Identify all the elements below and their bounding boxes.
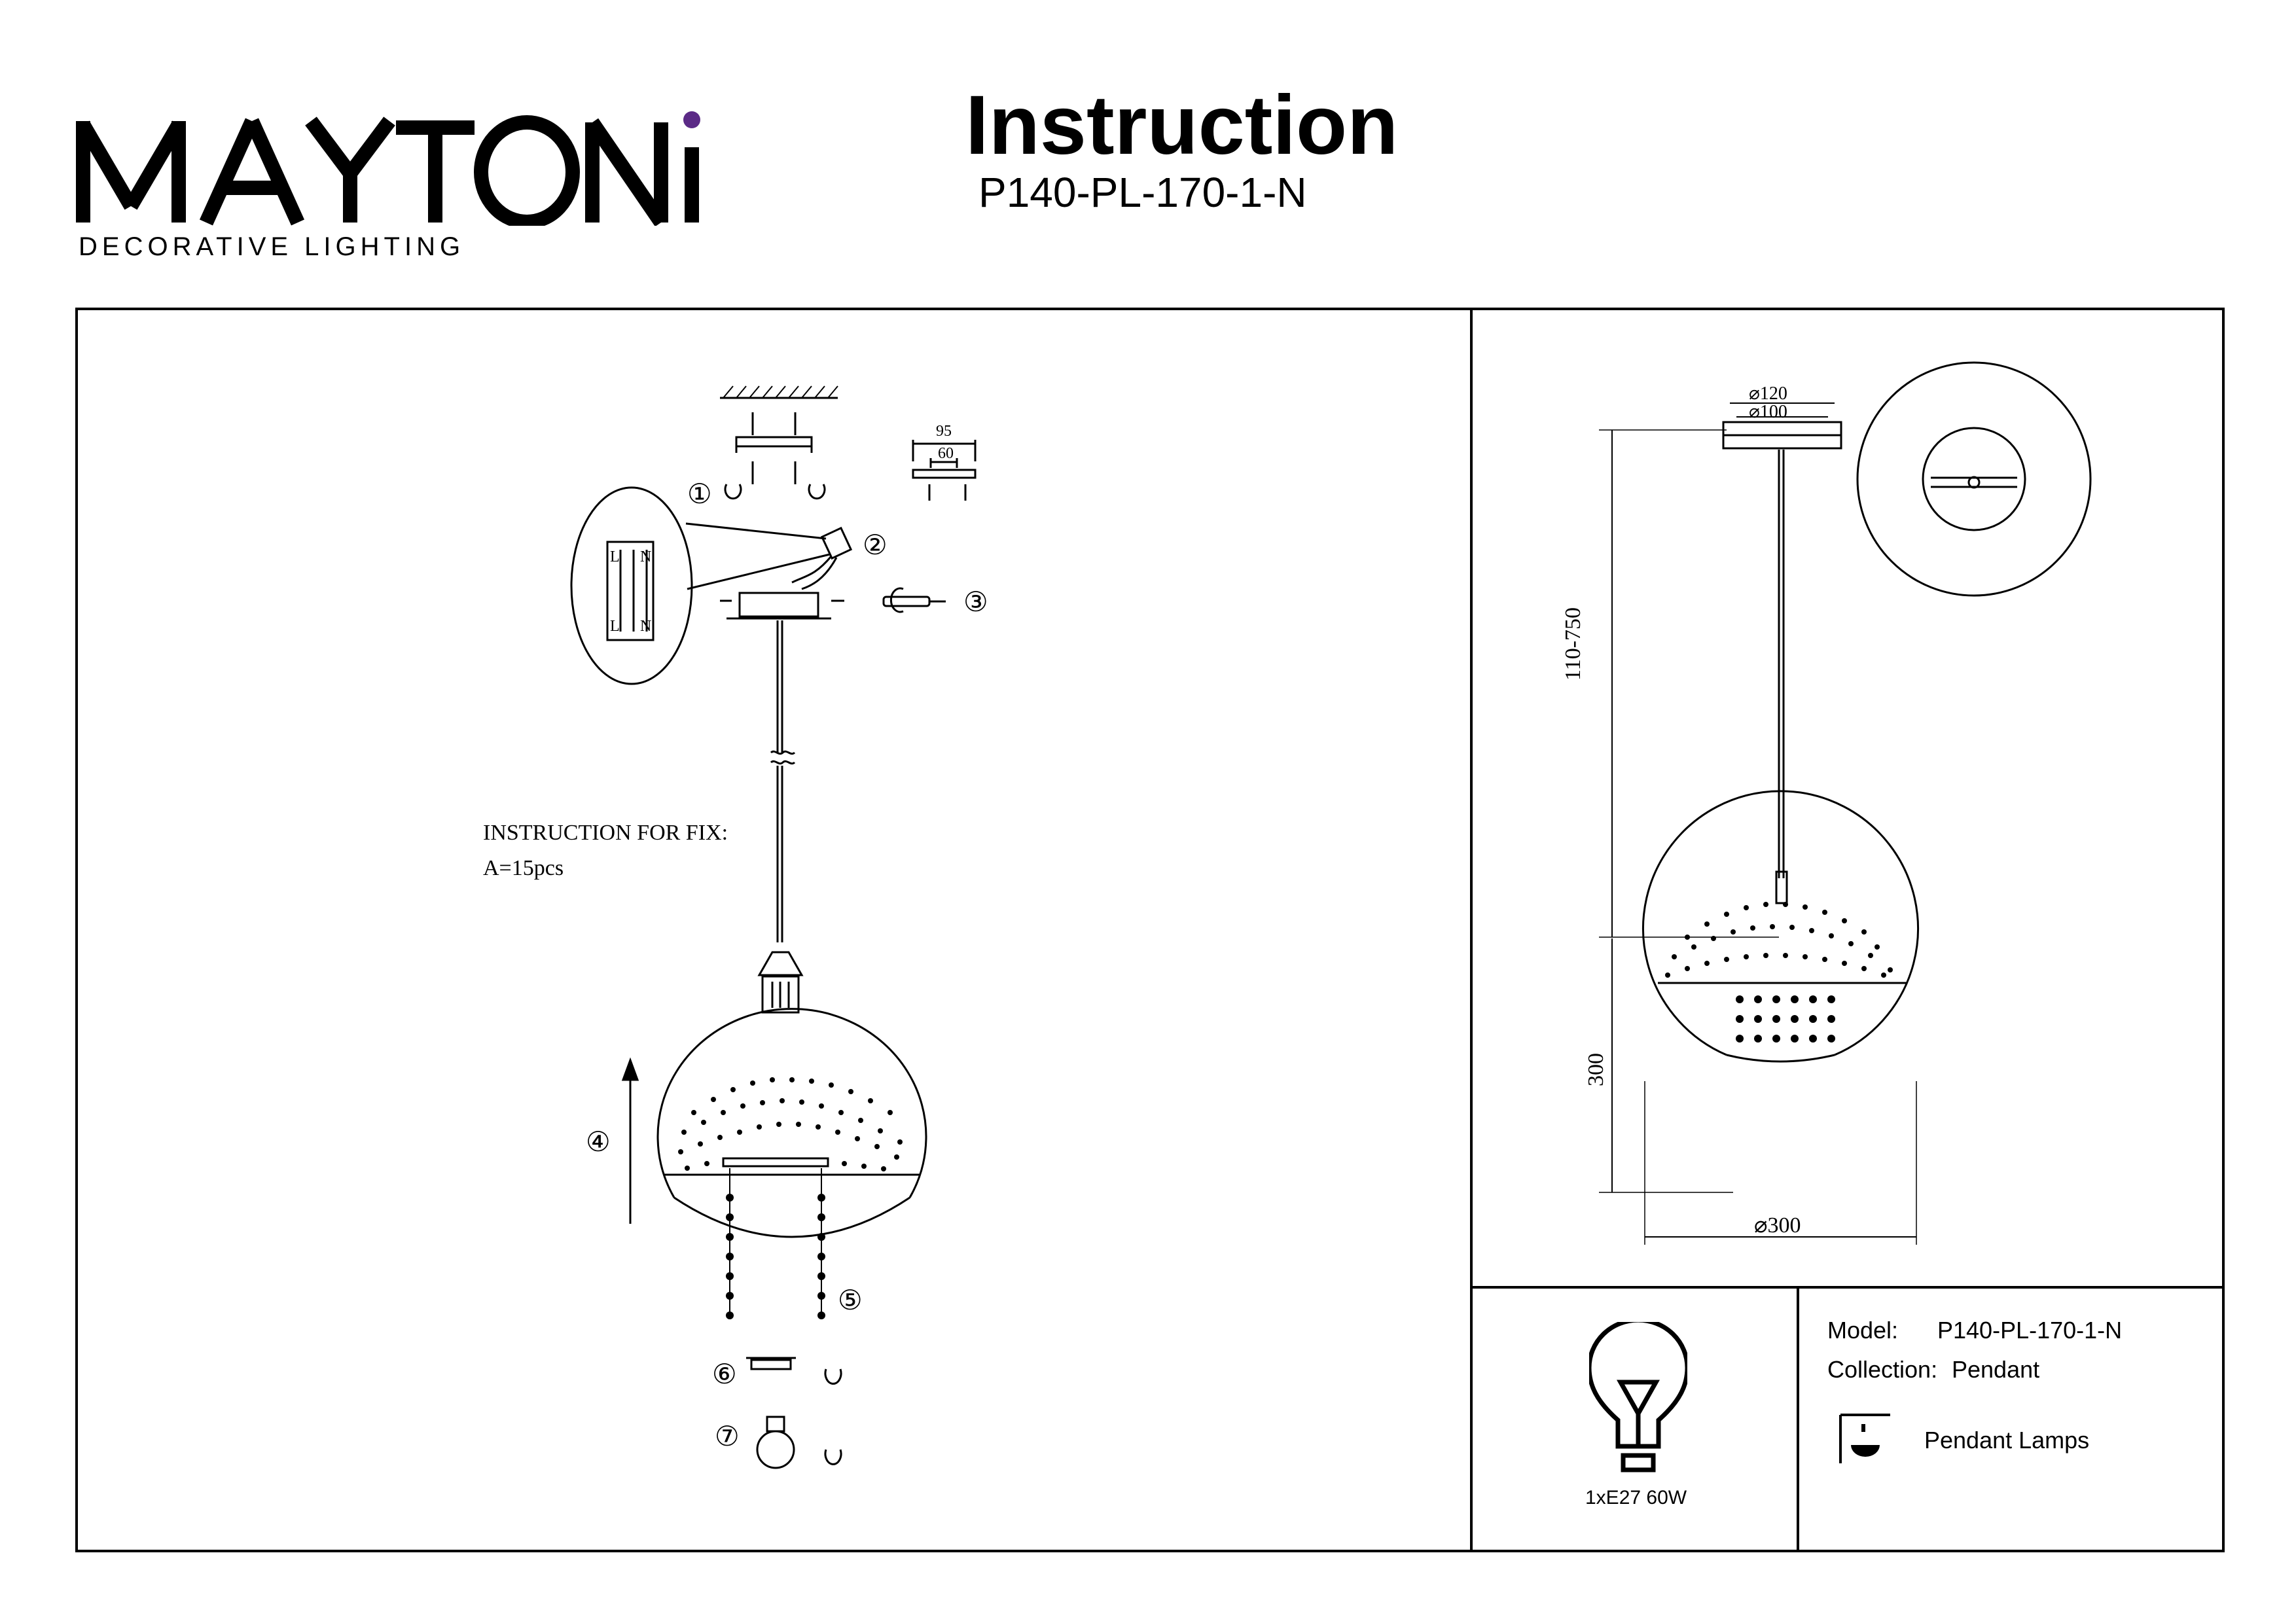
fix-instruction: INSTRUCTION FOR FIX: <box>483 821 728 845</box>
page-title: Instruction <box>965 79 1399 172</box>
step-7-marker: ⑦ <box>715 1422 740 1452</box>
frame-divider-spec <box>1797 1287 1799 1551</box>
terminal-label-bottom-l: L <box>610 618 620 635</box>
dim-shade-height: 300 <box>1584 1053 1608 1086</box>
frame-divider-vertical <box>1470 309 1473 1551</box>
step-6-marker: ⑥ <box>712 1360 737 1390</box>
dim-shade-diameter: ⌀300 <box>1754 1213 1801 1238</box>
dim-canopy-inner: ⌀100 <box>1749 402 1787 422</box>
spec-model-value: P140-PL-170-1-N <box>1937 1317 2123 1344</box>
logo-accent-dot <box>683 111 700 128</box>
brand-tagline: DECORATIVE LIGHTING <box>79 232 465 261</box>
fix-count: A=15pcs <box>483 856 564 880</box>
dim-canopy-outer: ⌀120 <box>1749 383 1787 404</box>
step-1-marker: ① <box>687 480 712 510</box>
spec-collection-value: Pendant <box>1952 1356 2040 1383</box>
step-2-marker: ② <box>863 531 888 561</box>
step-5-marker: ⑤ <box>838 1286 863 1316</box>
brand-logo <box>76 111 700 226</box>
main-frame <box>75 308 2225 1552</box>
spec-collection-label: Collection: <box>1827 1356 1938 1383</box>
terminal-label-top-n: N <box>640 548 652 565</box>
bracket-dim-inner: 60 <box>938 445 954 462</box>
bulb-label: 1xE27 60W <box>1585 1487 1687 1508</box>
terminal-label-bottom-n: N <box>640 618 652 635</box>
shade-texture <box>678 1077 903 1319</box>
dim-cable-length: 110-750 <box>1561 607 1585 681</box>
terminal-label-top-l: L <box>610 548 620 565</box>
dimension-shade-texture <box>1665 902 1893 1043</box>
pendant-lamp-icon <box>1839 1414 1890 1463</box>
bracket-dim-outer: 95 <box>936 423 952 440</box>
step-4-marker: ④ <box>586 1128 611 1158</box>
assembly-diagram <box>570 385 977 1469</box>
bulb-icon <box>1589 1322 1687 1472</box>
model-code: P140-PL-170-1-N <box>978 169 1307 216</box>
step-3-marker: ③ <box>963 588 988 618</box>
spec-model-label: Model: <box>1827 1317 1899 1344</box>
spec-category: Pendant Lamps <box>1924 1427 2090 1454</box>
dimension-diagram <box>1599 361 2092 1245</box>
frame-divider-horizontal <box>1471 1286 2223 1289</box>
